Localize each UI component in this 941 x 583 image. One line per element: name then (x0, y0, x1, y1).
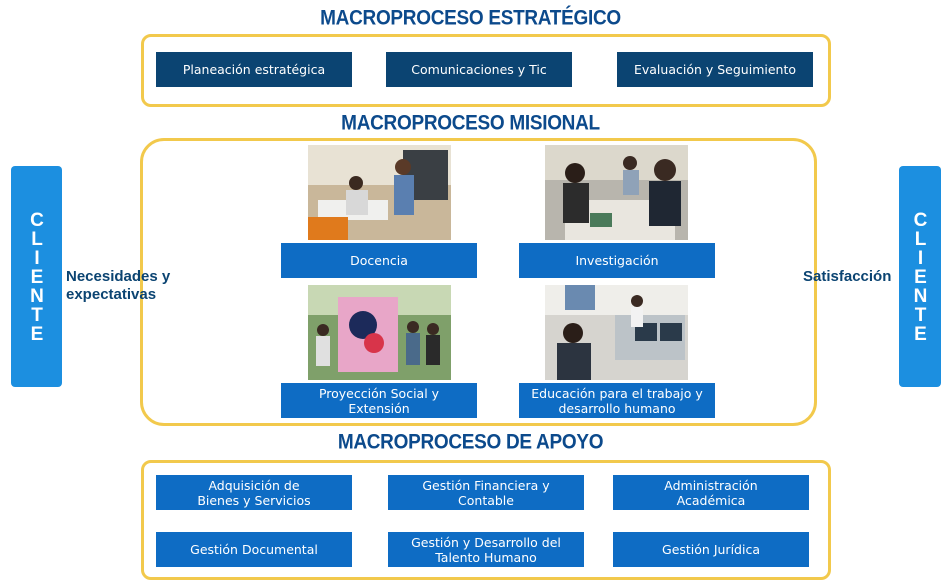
frame-apoyo (141, 460, 831, 580)
box-investigacion[interactable]: Investigación (519, 243, 715, 278)
box-docencia[interactable]: Docencia (281, 243, 477, 278)
box-planeacion-estrategica[interactable]: Planeación estratégica (156, 52, 352, 87)
cliente-right-text: CLIENTE (910, 210, 931, 343)
heading-estrategico: MACROPROCESO ESTRATÉGICO (320, 6, 621, 31)
box-administracion-academica[interactable]: Administración Académica (613, 475, 809, 510)
box-gestion-documental[interactable]: Gestión Documental (156, 532, 352, 567)
frame-estrategico (141, 34, 831, 107)
cliente-right-bar: CLIENTE (899, 166, 941, 387)
box-educacion-trabajo[interactable]: Educación para el trabajo y desarrollo h… (519, 383, 715, 418)
cliente-left-bar: CLIENTE (11, 166, 62, 387)
box-adquisicion-bienes-servicios[interactable]: Adquisición de Bienes y Servicios (156, 475, 352, 510)
cliente-left-text: CLIENTE (26, 210, 48, 343)
box-gestion-financiera-contable[interactable]: Gestión Financiera y Contable (388, 475, 584, 510)
frame-misional (140, 138, 817, 426)
photo-investigacion (545, 145, 688, 240)
label-necesidades-expectativas: Necesidades y expectativas (66, 268, 171, 303)
box-proyeccion-social-extension[interactable]: Proyección Social y Extensión (281, 383, 477, 418)
box-evaluacion-seguimiento[interactable]: Evaluación y Seguimiento (617, 52, 813, 87)
box-gestion-talento-humano[interactable]: Gestión y Desarrollo del Talento Humano (388, 532, 584, 567)
photo-educacion-trabajo (545, 285, 688, 380)
photo-docencia (308, 145, 451, 240)
box-gestion-juridica[interactable]: Gestión Jurídica (613, 532, 809, 567)
box-comunicaciones-tic[interactable]: Comunicaciones y Tic (386, 52, 572, 87)
photo-proyeccion-social (308, 285, 451, 380)
heading-apoyo: MACROPROCESO DE APOYO (337, 430, 604, 455)
label-satisfaccion: Satisfacción (803, 268, 892, 285)
heading-misional: MACROPROCESO MISIONAL (341, 111, 600, 136)
